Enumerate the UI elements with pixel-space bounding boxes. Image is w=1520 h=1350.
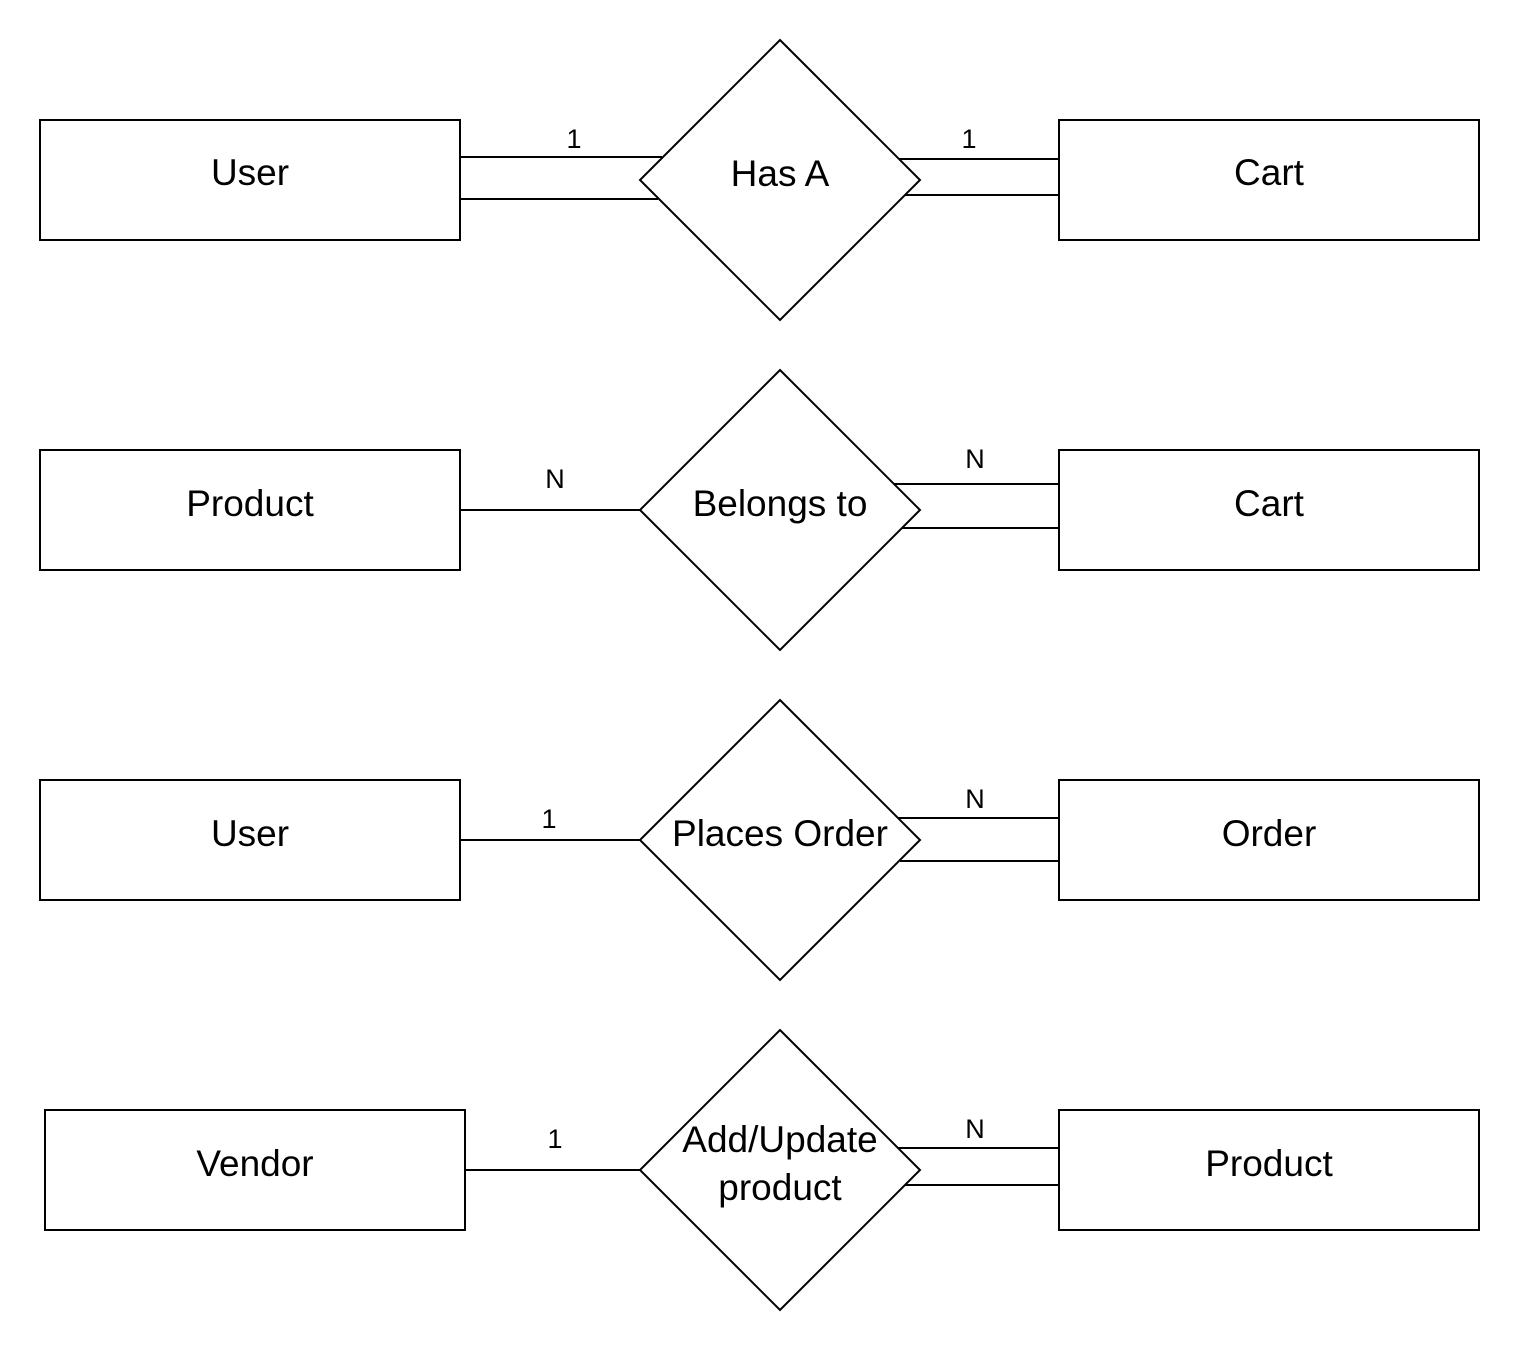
left-cardinality: 1 <box>541 804 556 834</box>
relationship-row: Product Belongs to Cart N N <box>39 368 1480 652</box>
relationship-add-update-product[interactable] <box>638 1028 922 1312</box>
entity-cart-label: Cart <box>1234 483 1305 524</box>
left-cardinality: 1 <box>566 124 581 154</box>
relationship-has-a-label: Has A <box>731 153 830 194</box>
entity-product[interactable] <box>1058 1109 1480 1231</box>
entity-cart-label: Cart <box>1234 152 1305 193</box>
entity-user[interactable] <box>39 119 461 241</box>
relationship-row: Vendor Add/Update product Product 1 N <box>44 1028 1480 1312</box>
left-cardinality: 1 <box>547 1124 562 1154</box>
left-cardinality: N <box>545 464 565 494</box>
entity-user-label: User <box>211 152 289 193</box>
relationship-add-update-product-label-line-2: product <box>718 1167 842 1208</box>
entity-vendor-label: Vendor <box>196 1143 313 1184</box>
right-cardinality: N <box>965 784 985 814</box>
entity-order-label: Order <box>1222 813 1317 854</box>
relationship-has-a[interactable] <box>638 38 922 322</box>
relationship-belongs-to-label: Belongs to <box>693 483 868 524</box>
right-cardinality: N <box>965 444 985 474</box>
right-cardinality: 1 <box>961 124 976 154</box>
relationship-row: User Places Order Order 1 N <box>39 698 1480 982</box>
entity-order[interactable] <box>1058 779 1480 901</box>
entity-product-label: Product <box>1205 1143 1333 1184</box>
entity-product[interactable] <box>39 449 461 571</box>
entity-cart[interactable] <box>1058 119 1480 241</box>
entity-user[interactable] <box>39 779 461 901</box>
relationship-places-order-label: Places Order <box>672 813 888 854</box>
entity-vendor[interactable] <box>44 1109 466 1231</box>
entity-user-label: User <box>211 813 289 854</box>
right-cardinality: N <box>965 1114 985 1144</box>
entity-product-label: Product <box>186 483 314 524</box>
relationship-places-order[interactable] <box>638 698 922 982</box>
relationship-add-update-product-label-line-1: Add/Update <box>682 1119 877 1160</box>
entity-cart[interactable] <box>1058 449 1480 571</box>
relationship-belongs-to[interactable] <box>638 368 922 652</box>
relationship-row: User Has A Cart 1 1 <box>39 38 1480 322</box>
